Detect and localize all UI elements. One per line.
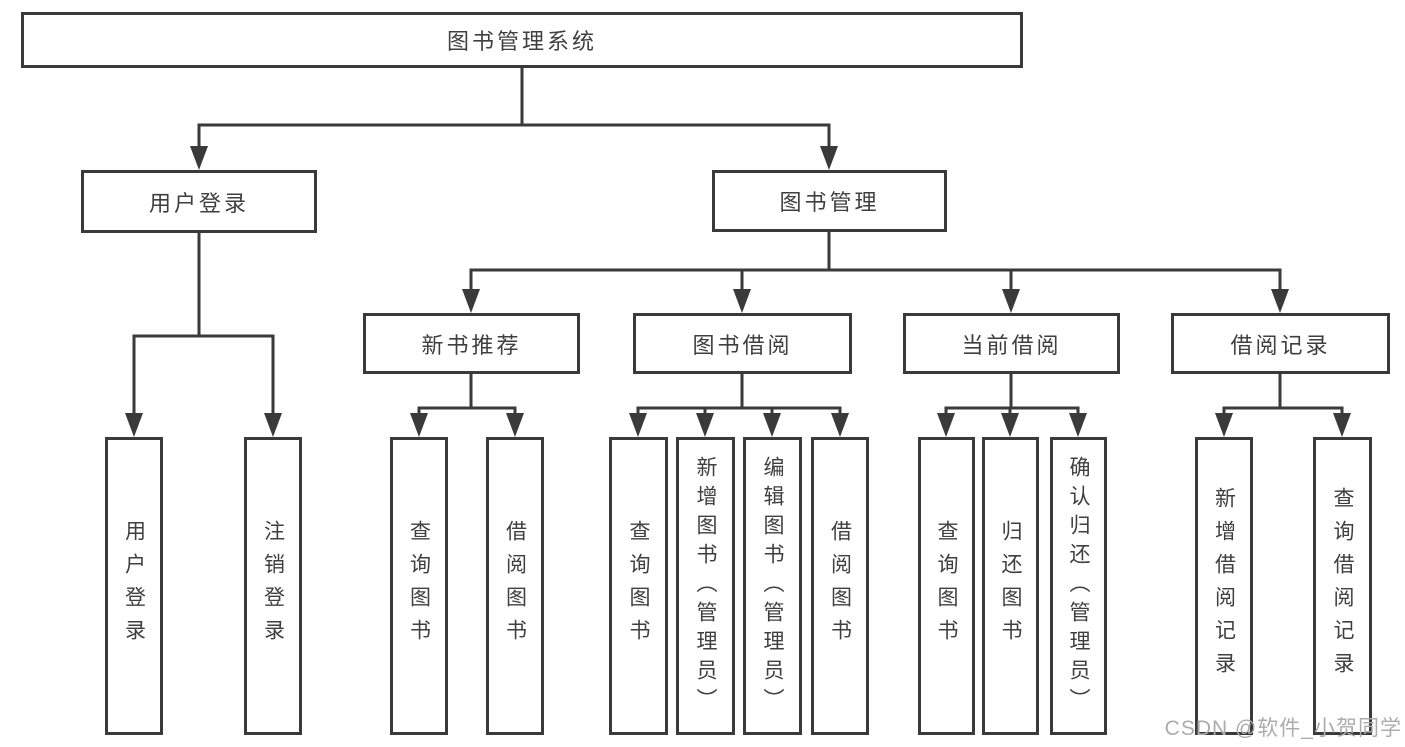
node-nb-query-books: 查询图书 [390,437,448,735]
node-label: 图书管理 [779,190,880,215]
node-br-add-record: 新增借阅记录 [1195,437,1253,735]
node-logout: 注销登录 [244,437,302,735]
node-bb-query-books: 查询图书 [609,437,668,735]
node-bb-edit-books-admin: 编辑图书（管理员） [743,437,802,735]
node-label: 新书推荐 [421,332,522,358]
node-label: 查询图书 [407,520,431,652]
node-bb-borrow-books: 借阅图书 [811,437,869,735]
node-br-query-record: 查询借阅记录 [1313,437,1372,735]
node-current-borrowing: 当前借阅 [903,313,1120,374]
node-label: 借阅图书 [503,520,527,652]
node-label: 用户登录 [148,190,249,216]
node-label: 新增借阅记录 [1212,487,1236,685]
node-cb-query-books: 查询图书 [918,437,975,735]
node-label: 用户登录 [122,520,146,652]
node-label: 当前借阅 [961,332,1062,358]
node-label: 查询图书 [627,520,650,652]
arrowheads [125,146,1351,437]
node-library-management-system: 图书管理系统 [21,12,1023,68]
node-label: 新增图书（管理员） [694,455,717,717]
node-cb-return-books: 归还图书 [982,437,1039,735]
node-nb-borrow-books: 借阅图书 [486,437,544,735]
node-user-login: 用户登录 [81,170,317,233]
node-label: 图书管理系统 [446,29,597,54]
node-label: 确认归还（管理员） [1067,455,1090,717]
node-borrowing-records: 借阅记录 [1171,313,1390,374]
node-user-login-leaf: 用户登录 [105,437,163,735]
node-label: 借阅图书 [828,520,852,652]
node-label: 注销登录 [261,520,285,652]
node-book-management: 图书管理 [712,170,947,232]
node-book-borrowing: 图书借阅 [633,313,852,374]
watermark: CSDN @软件_小贺同学 [1164,717,1402,740]
node-label: 归还图书 [999,520,1022,652]
node-label: 查询借阅记录 [1331,487,1354,685]
node-label: 图书借阅 [692,332,793,358]
node-label: 借阅记录 [1230,332,1331,358]
node-new-book-recommend: 新书推荐 [363,313,580,374]
node-label: 查询图书 [935,520,958,652]
node-cb-confirm-return-admin: 确认归还（管理员） [1050,437,1107,735]
node-bb-add-books-admin: 新增图书（管理员） [676,437,735,735]
node-label: 编辑图书（管理员） [761,455,784,717]
